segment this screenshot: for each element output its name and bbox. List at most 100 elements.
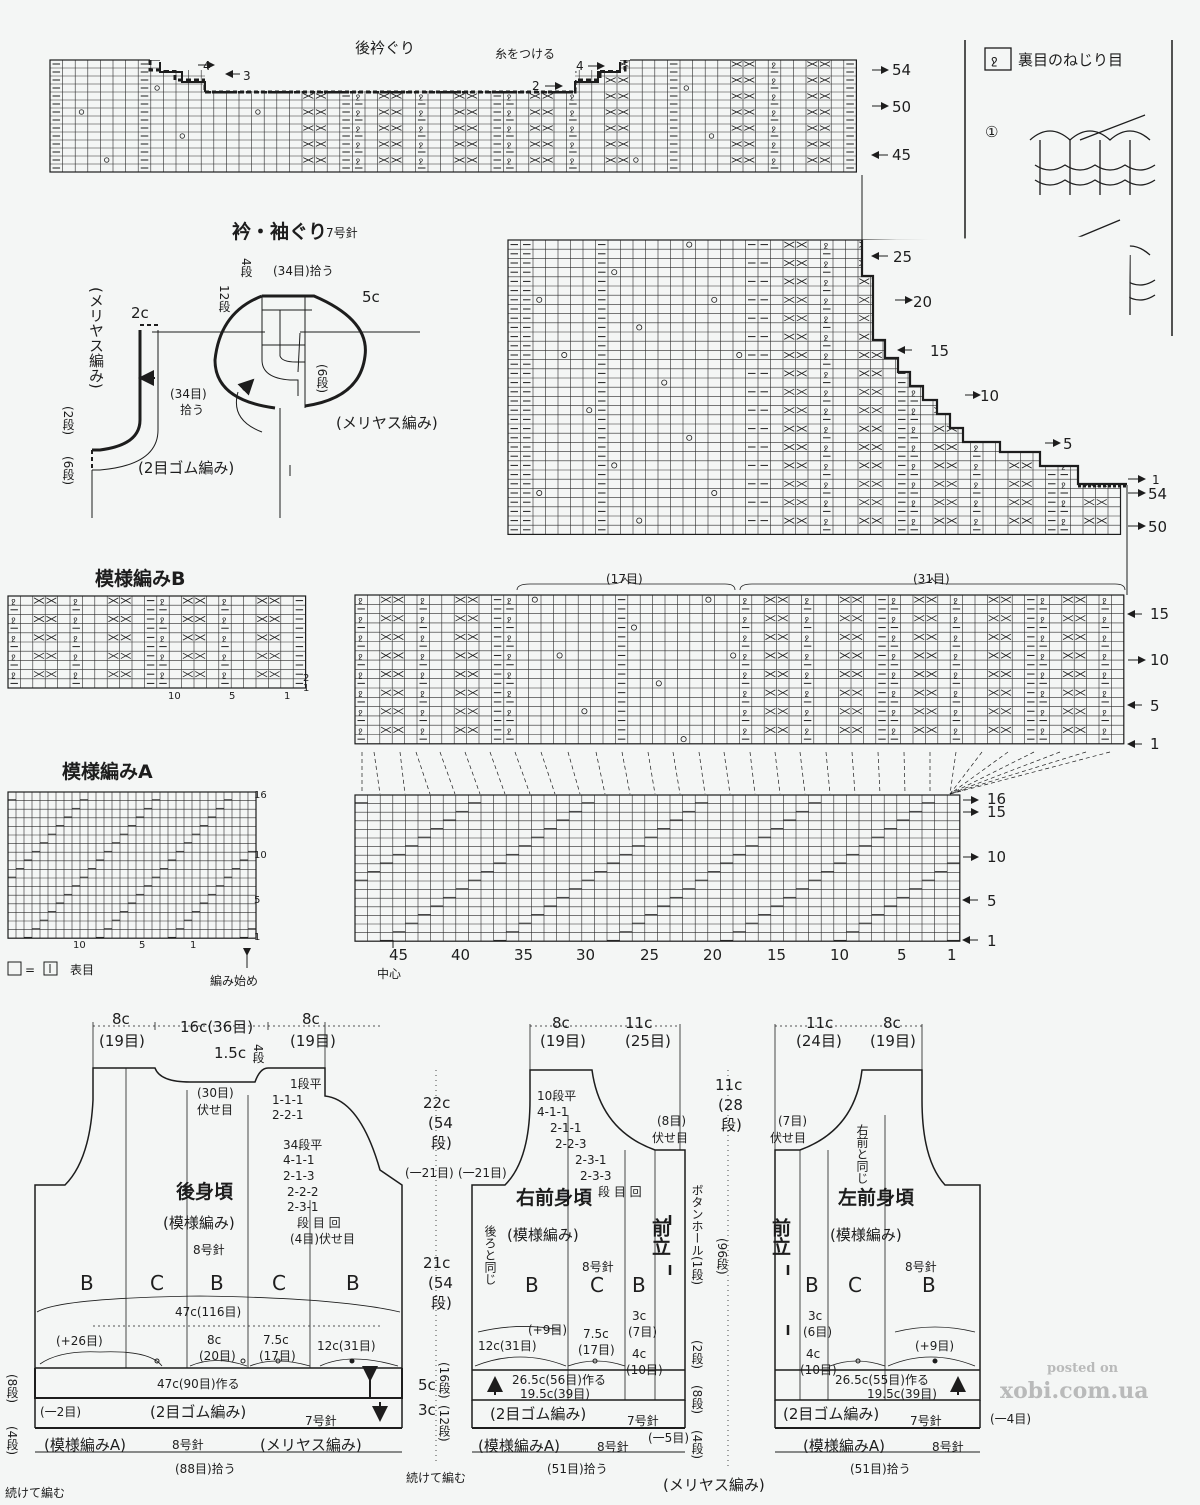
svg-text:ջ: ջ xyxy=(743,707,747,716)
svg-text:ջ: ջ xyxy=(358,651,362,660)
svg-text:ջ: ջ xyxy=(1040,726,1044,735)
rf-top-8c: 8c xyxy=(552,1014,570,1032)
pattern-a-row-10: 10 xyxy=(254,850,267,861)
rf-h-11c: 11c xyxy=(715,1076,742,1094)
svg-text:ջ: ջ xyxy=(911,425,915,434)
lf-rib-needle: 7号針 xyxy=(910,1413,942,1428)
svg-text:ջ: ջ xyxy=(911,406,915,415)
svg-text:ջ: ջ xyxy=(356,140,360,149)
svg-text:ջ: ջ xyxy=(358,596,362,605)
svg-text:ջ: ջ xyxy=(160,597,164,606)
bottom-col-1: 1 xyxy=(947,946,957,964)
svg-text:ջ: ջ xyxy=(805,596,809,605)
pattern-a-col-10: 10 xyxy=(73,940,86,951)
lf-cast-1: 26.5c(55目)作る xyxy=(835,1373,929,1387)
lf-bind-sts: (7目) xyxy=(778,1114,807,1128)
left-front-schematic xyxy=(774,1024,981,1453)
svg-text:ջ: ջ xyxy=(11,597,15,606)
svg-text:ջ: ջ xyxy=(911,461,915,470)
svg-text:ջ: ջ xyxy=(743,596,747,605)
lf-panel-b1: B xyxy=(805,1273,819,1297)
svg-text:ջ: ջ xyxy=(420,633,424,642)
rf-top-25: (25目) xyxy=(625,1032,671,1050)
svg-text:ջ: ջ xyxy=(11,670,15,679)
svg-text:ջ: ջ xyxy=(824,425,828,434)
svg-text:ջ: ջ xyxy=(507,108,511,117)
svg-text:ջ: ջ xyxy=(1061,498,1065,507)
back-w-20: (20目) xyxy=(199,1349,236,1363)
back-top-neck: 16c(36目) xyxy=(180,1018,253,1036)
svg-text:ջ: ջ xyxy=(1040,633,1044,642)
lf-rib-label: (2目ゴム編み) xyxy=(783,1405,879,1423)
svg-text:ջ: ջ xyxy=(772,92,776,101)
rf-stockinette: (メリヤス編み) xyxy=(663,1476,765,1494)
main-row-5: 5 xyxy=(1150,697,1160,715)
back-panel-b1: B xyxy=(80,1271,94,1295)
svg-text:ջ: ջ xyxy=(953,633,957,642)
height-16: (16段) xyxy=(437,1362,451,1399)
height-54a: (54 xyxy=(428,1114,453,1132)
svg-text:ջ: ջ xyxy=(160,615,164,624)
back-dec1-2: 1-1-1 xyxy=(272,1093,304,1107)
svg-text:ջ: ջ xyxy=(222,652,226,661)
svg-text:ջ: ջ xyxy=(805,670,809,679)
main-row-15: 15 xyxy=(1150,605,1169,623)
svg-text:ջ: ջ xyxy=(953,614,957,623)
back-bind-label: 伏せ目 xyxy=(197,1103,233,1117)
watermark: posted on xobi.com.ua xyxy=(1000,1361,1148,1404)
lf-minus-4: (一4目) xyxy=(990,1412,1031,1426)
svg-text:ջ: ջ xyxy=(507,651,511,660)
svg-text:ջ: ջ xyxy=(891,726,895,735)
svg-text:ջ: ջ xyxy=(824,314,828,323)
row-label-25: 25 xyxy=(893,248,912,266)
rf-panel-b1: B xyxy=(525,1273,539,1297)
svg-text:ջ: ջ xyxy=(772,124,776,133)
svg-text:ջ: ջ xyxy=(824,443,828,452)
back-increase-26: (+26目) xyxy=(56,1334,103,1348)
back-rows-4: (4段) xyxy=(5,1426,19,1455)
pattern-b-row-2: 2 xyxy=(303,673,309,684)
bottom-center-label: 中心 xyxy=(377,966,401,981)
group-31: (31目) xyxy=(913,572,950,586)
svg-text:ջ: ջ xyxy=(953,707,957,716)
svg-text:ջ: ջ xyxy=(1040,614,1044,623)
rf-needle: 8号針 xyxy=(582,1259,614,1274)
height-22c: 22c xyxy=(423,1094,450,1112)
main-row-1: 1 xyxy=(1150,735,1160,753)
back-body-title: 後身頃 xyxy=(176,1180,234,1203)
svg-text:ջ: ջ xyxy=(911,388,915,397)
bottom-col-15: 15 xyxy=(767,946,786,964)
svg-text:ջ: ջ xyxy=(1102,726,1106,735)
svg-text:ջ: ջ xyxy=(73,597,77,606)
back-panel-c1: C xyxy=(150,1271,164,1295)
height-54b: (54 xyxy=(428,1274,453,1292)
back-w-17: (17目) xyxy=(259,1349,296,1363)
rf-panel-c1: C xyxy=(590,1273,604,1297)
rf-w-4c: 4c xyxy=(632,1347,646,1361)
lf-pattern-a-needle: 8号針 xyxy=(932,1439,964,1454)
pattern-a-row-1: 1 xyxy=(254,932,260,943)
watermark-line-2: xobi.com.ua xyxy=(1000,1378,1148,1404)
rf-dec-7: 段 目 回 xyxy=(598,1184,642,1199)
rf-front-band: 前立 xyxy=(649,1217,671,1256)
rf-dec-4: 2-2-3 xyxy=(555,1137,587,1151)
svg-text:ջ: ջ xyxy=(824,296,828,305)
svg-text:ջ: ջ xyxy=(570,140,574,149)
svg-text:ջ: ջ xyxy=(222,633,226,642)
svg-text:ջ: ջ xyxy=(1040,707,1044,716)
rf-panel-b2: B xyxy=(632,1273,646,1297)
back-panel-c2: C xyxy=(272,1271,286,1295)
lf-cast-2: 19.5c(39目) xyxy=(867,1387,937,1401)
svg-text:ջ: ջ xyxy=(805,614,809,623)
collar-schematic xyxy=(91,294,420,518)
svg-text:ջ: ջ xyxy=(507,140,511,149)
svg-text:ջ: ջ xyxy=(1102,689,1106,698)
collar-width-2c: 2c xyxy=(131,304,149,322)
svg-text:ջ: ջ xyxy=(1102,596,1106,605)
back-dec2-7: (4目)伏せ目 xyxy=(290,1232,355,1246)
rf-buttonhole: ボタンホール(1段) xyxy=(690,1184,704,1285)
back-dec2-1: 34段平 xyxy=(283,1137,322,1152)
rf-cast-1: 26.5c(56目)作る xyxy=(512,1373,606,1387)
lf-pick-51: (51目)拾う xyxy=(850,1461,911,1476)
